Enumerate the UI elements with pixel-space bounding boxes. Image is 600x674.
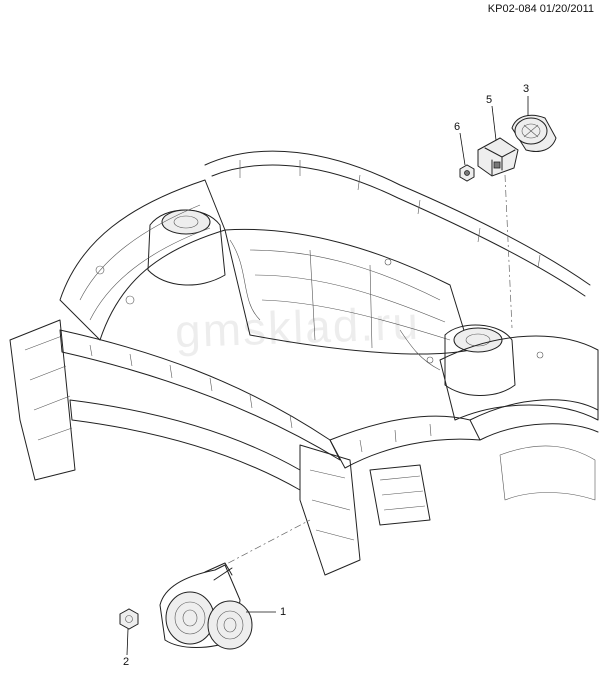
- callout-5-label: 5: [486, 94, 493, 106]
- callout-1-label: 1: [280, 606, 287, 618]
- installation-lines: [214, 174, 513, 571]
- install-line-horn: [214, 519, 311, 571]
- relay-bracket: [477, 137, 519, 177]
- callout-6-label: 6: [454, 121, 461, 133]
- install-line-relay-bracket: [504, 174, 513, 329]
- horn-relay: [511, 114, 557, 152]
- bracket-nut: [459, 164, 475, 182]
- document-code: KP02-084 01/20/2011: [487, 3, 594, 15]
- horn-nut: [119, 608, 139, 630]
- vehicle-front-body-structure: [9, 150, 599, 576]
- horn-assembly: [159, 562, 253, 650]
- callout-3-label: 3: [523, 83, 530, 95]
- watermark: gmsklad.ru: [174, 296, 421, 358]
- callout-2-label: 2: [123, 656, 130, 668]
- callout-leaders: [126, 96, 529, 656]
